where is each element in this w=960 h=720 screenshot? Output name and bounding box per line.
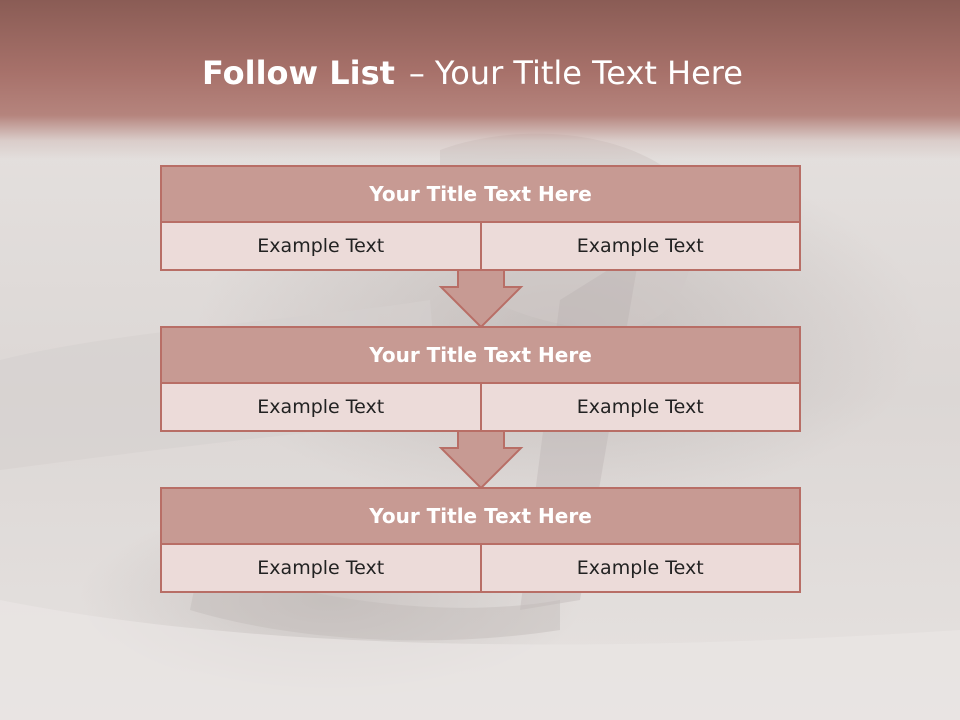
list-block-1: Your Title Text Here Example Text Exampl… xyxy=(160,165,801,271)
block-title: Your Title Text Here xyxy=(162,328,799,384)
header-band xyxy=(0,0,960,160)
block-right-cell: Example Text xyxy=(481,223,799,269)
down-arrow-icon xyxy=(438,430,524,490)
list-block-2: Your Title Text Here Example Text Exampl… xyxy=(160,326,801,432)
block-row: Example Text Example Text xyxy=(162,223,799,269)
title-separator: – xyxy=(408,54,425,92)
block-row: Example Text Example Text xyxy=(162,545,799,591)
list-block-3: Your Title Text Here Example Text Exampl… xyxy=(160,487,801,593)
block-row: Example Text Example Text xyxy=(162,384,799,430)
title-rest-text: Your Title Text Here xyxy=(434,54,743,92)
down-arrow-icon xyxy=(438,269,524,329)
title-bold-text: Follow List xyxy=(202,54,395,92)
block-right-cell: Example Text xyxy=(481,545,799,591)
slide-title: Follow List–Your Title Text Here xyxy=(0,54,945,92)
block-left-cell: Example Text xyxy=(162,545,482,591)
block-left-cell: Example Text xyxy=(162,223,482,269)
block-title: Your Title Text Here xyxy=(162,489,799,545)
block-title: Your Title Text Here xyxy=(162,167,799,223)
block-left-cell: Example Text xyxy=(162,384,482,430)
block-right-cell: Example Text xyxy=(481,384,799,430)
